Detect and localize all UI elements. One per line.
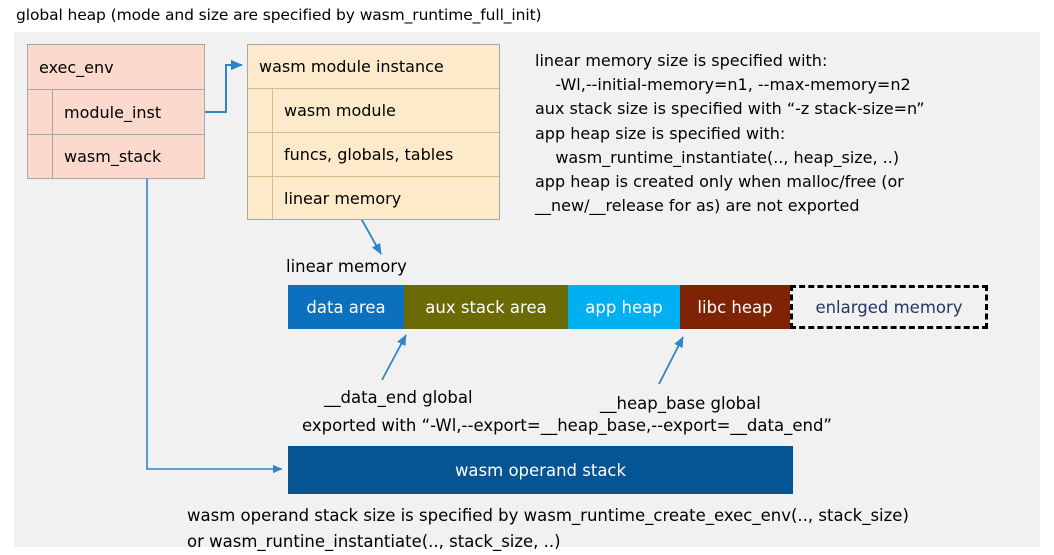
- linear-memory-row-label: linear memory: [284, 188, 402, 208]
- operand-stack-notes: wasm operand stack size is specified by …: [187, 506, 909, 551]
- memory-segment-libc-heap: libc heap: [680, 285, 790, 329]
- exec-env-module-inst-label: module_inst: [64, 102, 162, 122]
- data-end-global-annotation: __data_end global: [324, 388, 473, 407]
- memory-segment-enlarged-memory: enlarged memory: [790, 285, 988, 329]
- row-indent: [248, 133, 273, 176]
- module-instance-row-funcs-globals-tables: funcs, globals, tables: [248, 133, 499, 177]
- heap-base-global-annotation: __heap_base global: [600, 394, 761, 413]
- memory-segment-label: aux stack area: [425, 297, 547, 317]
- page-title: global heap (mode and size are specified…: [16, 6, 542, 24]
- memory-segment-data-area: data area: [288, 285, 404, 329]
- linear-memory-notes: linear memory size is specified with: -W…: [535, 51, 925, 216]
- exec-env-row-wasm-stack: wasm_stack: [28, 135, 204, 178]
- linear-memory-bar: data area aux stack area app heap libc h…: [288, 285, 988, 329]
- row-indent: [248, 89, 273, 132]
- exec-env-box: exec_env module_inst wasm_stack: [27, 44, 205, 179]
- wasm-operand-stack-label: wasm operand stack: [454, 460, 627, 480]
- exported-with-annotation: exported with “-Wl,--export=__heap_base,…: [302, 416, 832, 435]
- memory-segment-label: app heap: [585, 297, 663, 317]
- memory-segment-aux-stack-area: aux stack area: [404, 285, 568, 329]
- exec-env-wasm-stack-label: wasm_stack: [64, 147, 162, 166]
- wasm-module-label: wasm module: [284, 101, 396, 120]
- exec-env-title-row: exec_env: [28, 45, 204, 90]
- wasm-operand-stack-box: wasm operand stack: [288, 446, 793, 494]
- row-indent: [28, 90, 53, 134]
- linear-memory-bar-label: linear memory: [286, 257, 407, 276]
- module-instance-row-linear-memory: linear memory: [248, 177, 499, 219]
- exec-env-title-label: exec_env: [39, 57, 114, 77]
- module-instance-row-wasm-module: wasm module: [248, 89, 499, 133]
- wasm-module-instance-box: wasm module instance wasm module funcs, …: [247, 44, 500, 220]
- memory-segment-app-heap: app heap: [568, 285, 680, 329]
- memory-segment-label: libc heap: [697, 297, 773, 317]
- memory-segment-label: enlarged memory: [815, 297, 963, 317]
- row-indent: [28, 135, 53, 178]
- module-instance-title-row: wasm module instance: [248, 45, 499, 89]
- memory-segment-label: data area: [306, 297, 386, 317]
- row-indent: [248, 177, 273, 219]
- global-heap-panel: exec_env module_inst wasm_stack wasm mod…: [14, 32, 1040, 551]
- module-instance-title-label: wasm module instance: [259, 57, 444, 76]
- funcs-globals-tables-label: funcs, globals, tables: [284, 145, 454, 164]
- exec-env-row-module-inst: module_inst: [28, 90, 204, 135]
